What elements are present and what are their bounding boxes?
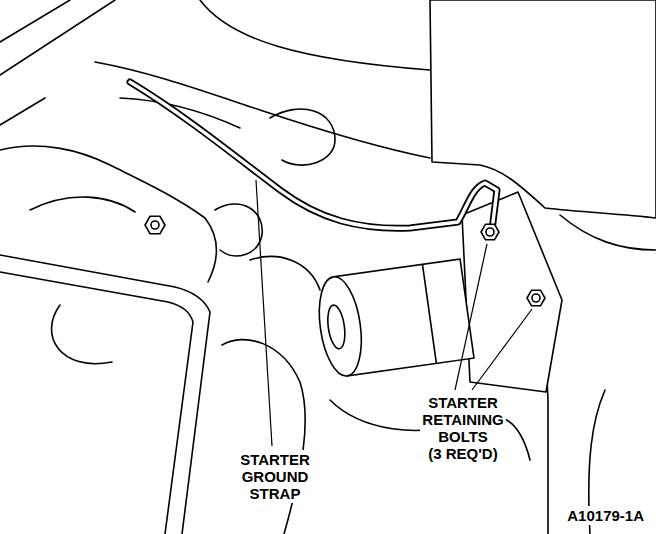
label-line: RETAINING [422, 411, 503, 428]
label-line: STARTER [240, 451, 310, 468]
engine-body [222, 340, 305, 534]
engine-edge [0, 98, 45, 125]
retaining-bolt [481, 224, 499, 240]
retaining-bolt [532, 294, 540, 302]
label-line: STARTER [422, 394, 503, 411]
ground-strap [130, 82, 497, 230]
starter-body [314, 259, 474, 379]
leader-line [472, 309, 532, 390]
starter-band [422, 264, 436, 363]
engine-rail [95, 62, 430, 158]
starter-end-cap [314, 274, 368, 379]
ground-strap-outline [130, 82, 497, 230]
frame-rail [0, 272, 193, 534]
engine-body [215, 204, 262, 256]
retaining-bolt [527, 290, 545, 306]
engine-body [52, 305, 112, 364]
label-line: (3 REQ'D) [422, 445, 503, 462]
starter-end-cap [325, 304, 347, 350]
transmission-housing [430, 0, 656, 218]
leader-line [256, 180, 272, 446]
label-line: A10179-1A [567, 507, 644, 524]
leader-lines [256, 180, 532, 446]
ground-strap-fill [130, 82, 497, 230]
engine-rail [200, 0, 430, 70]
stud-nut [145, 216, 165, 233]
label-line: BOLTS [422, 428, 503, 445]
bolts [145, 216, 545, 305]
part-label: STARTER RETAINING BOLTS (3 REQ'D) [420, 393, 505, 463]
leader-line [455, 244, 487, 390]
figure-number: A10179-1A [565, 506, 646, 525]
engine-body [30, 197, 135, 212]
part-label: STARTER GROUND STRAP [238, 450, 312, 503]
housing-edge [560, 215, 656, 250]
frame-rail [0, 255, 210, 534]
retaining-bolt [486, 228, 494, 236]
engine-edge [0, 0, 115, 75]
label-line: GROUND [240, 468, 310, 485]
exhaust-pipe [270, 109, 335, 165]
stud-nut [151, 221, 159, 229]
label-line: STRAP [240, 485, 310, 502]
